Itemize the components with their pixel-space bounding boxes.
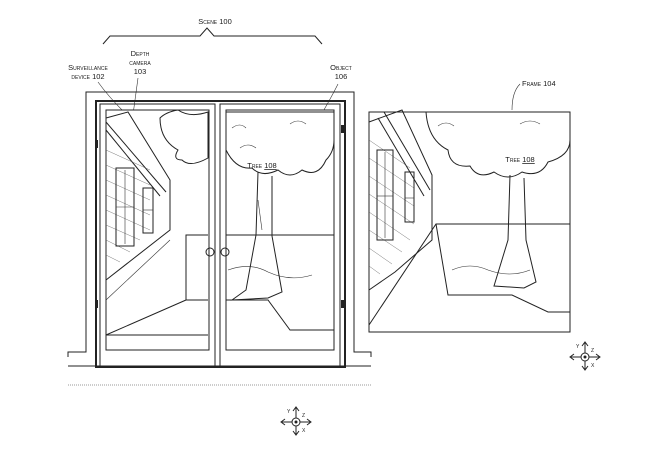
frame-label: Frame 104 <box>522 79 556 88</box>
scene-label: Scene 100 <box>198 17 232 26</box>
axis-x-label-left: x <box>302 425 306 434</box>
axis-z-label-right: z <box>591 345 594 354</box>
axis-y-label-left: y <box>287 406 291 415</box>
tree-left-label: Tree 108 <box>247 161 276 170</box>
axis-y-label-right: y <box>576 341 580 350</box>
axis-z-label-left: z <box>302 410 305 419</box>
axes-indicator-right: y z x <box>569 341 601 371</box>
depth-camera-label-line2: camera <box>129 58 151 67</box>
object-label-line2: 106 <box>335 72 348 81</box>
door-scene <box>67 91 372 386</box>
axes-indicator-left: y z x <box>280 406 312 436</box>
frame-leader <box>511 83 521 111</box>
object-label-line1: Object <box>330 63 352 72</box>
tree-right-label: Tree 108 <box>505 155 534 164</box>
depth-camera-label-line3: 103 <box>134 67 147 76</box>
depth-camera-label-line1: Depth <box>131 49 150 58</box>
frame-view <box>368 109 571 333</box>
surveillance-label-line2: device 102 <box>71 72 104 81</box>
axis-x-label-right: x <box>591 360 595 369</box>
scene-bracket <box>102 27 323 45</box>
surveillance-leader <box>97 81 125 113</box>
surveillance-label-line1: Surveillance <box>68 63 108 72</box>
